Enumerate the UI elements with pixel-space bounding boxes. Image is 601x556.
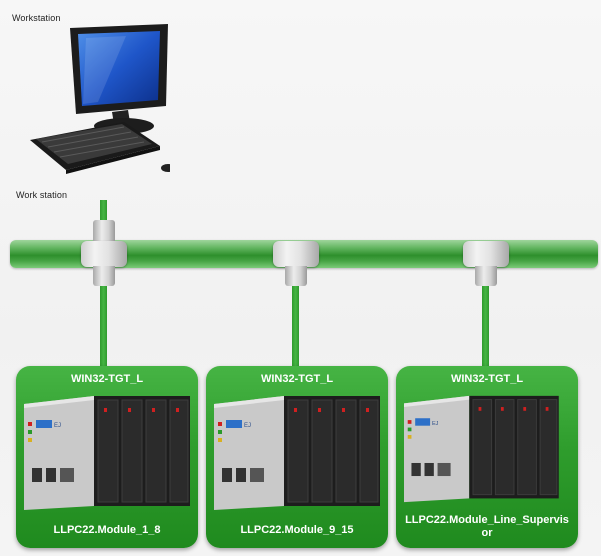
pipe-tee-connector-icon [463, 241, 509, 267]
plc-badge-text: EJ [54, 423, 61, 429]
node-target-label: WIN32-TGT_L [260, 373, 334, 385]
keyboard-icon [30, 122, 160, 172]
pipe-tee-connector-icon [273, 241, 319, 267]
plc-node: WIN32-TGT_L EJ LLPC22.Module_9_15 [206, 366, 388, 548]
workstation-label: Workstation [12, 13, 61, 23]
bus-workstation-label: Work station [16, 190, 68, 200]
plc-rack-icon: EJ [24, 396, 190, 510]
plc-badge-text: EJ [432, 421, 439, 427]
tee-stem [475, 266, 497, 286]
plc-rack-icon: EJ [404, 395, 559, 503]
node-target-label: WIN32-TGT_L [70, 373, 144, 385]
plc-rack-icon: EJ [214, 396, 380, 510]
tee-stem [93, 266, 115, 286]
pipe-tee-connector-icon [81, 241, 127, 267]
drop-line [292, 286, 299, 366]
tee-stem-top [93, 220, 115, 242]
drop-line [482, 286, 489, 366]
node-module-label: LLPC22.Module_Line_Supervisor [405, 514, 569, 539]
plc-node: WIN32-TGT_L EJ LLPC22.Module_1_8 [16, 366, 198, 548]
node-module-label: LLPC22.Module_9_15 [240, 524, 354, 536]
plc-badge-text: EJ [244, 423, 251, 429]
drop-line [100, 286, 107, 366]
tee-stem [285, 266, 307, 286]
plc-node: WIN32-TGT_L EJ LLPC22.Module_Line_Superv… [396, 366, 578, 548]
node-module-label: LLPC22.Module_1_8 [53, 524, 161, 536]
monitor-icon [30, 24, 170, 174]
node-target-label: WIN32-TGT_L [450, 373, 524, 385]
